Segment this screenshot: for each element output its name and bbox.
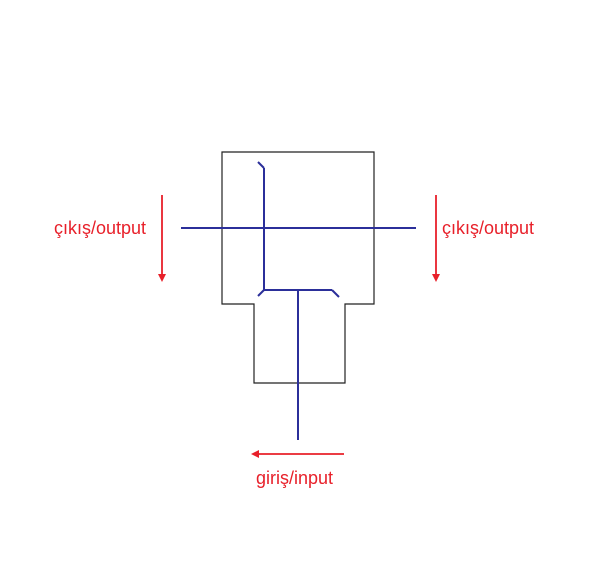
right-output-label: çıkış/output <box>442 218 534 238</box>
bottom-left-hook <box>257 289 265 297</box>
valve-body-outline <box>221 151 375 384</box>
flow-passages <box>181 161 416 440</box>
input-label: giriş/input <box>256 468 333 488</box>
top-hook <box>257 161 265 169</box>
bottom-right-hook <box>331 289 340 298</box>
direction-arrows <box>158 195 440 458</box>
left-output-label: çıkış/output <box>54 218 146 238</box>
